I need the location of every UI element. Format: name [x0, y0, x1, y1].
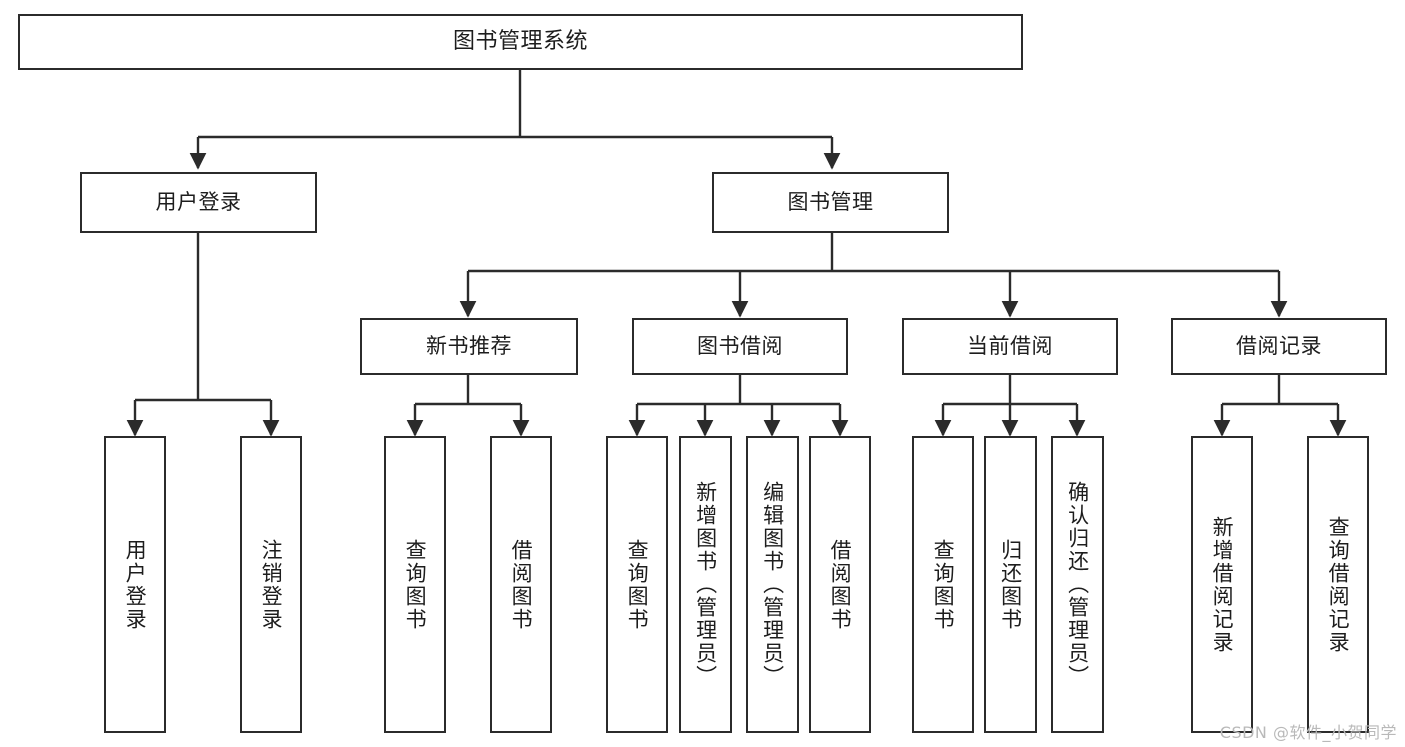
- node-new-book-recommend-label: 新书推荐: [426, 334, 512, 359]
- node-root[interactable]: 图书管理系统: [18, 14, 1023, 70]
- node-leaf-query-record[interactable]: 查询借阅记录: [1307, 436, 1369, 733]
- node-leaf-return-book[interactable]: 归还图书: [984, 436, 1037, 733]
- node-leaf-return-book-label: 归还图书: [998, 538, 1023, 631]
- node-book-borrow[interactable]: 图书借阅: [632, 318, 848, 375]
- node-book-manage-label: 图书管理: [787, 190, 874, 215]
- node-borrow-record[interactable]: 借阅记录: [1171, 318, 1387, 375]
- node-leaf-logout-label: 注销登录: [259, 538, 284, 631]
- node-root-label: 图书管理系统: [452, 29, 588, 55]
- node-leaf-confirm-return[interactable]: 确认归还（管理员）: [1051, 436, 1104, 733]
- node-leaf-borrow-book-1[interactable]: 借阅图书: [490, 436, 552, 733]
- node-leaf-edit-book[interactable]: 编辑图书（管理员）: [746, 436, 799, 733]
- node-leaf-borrow-book-1-label: 借阅图书: [509, 538, 534, 631]
- node-leaf-add-record[interactable]: 新增借阅记录: [1191, 436, 1253, 733]
- node-leaf-query-book-3[interactable]: 查询图书: [912, 436, 974, 733]
- node-leaf-query-book-3-label: 查询图书: [931, 538, 956, 631]
- node-leaf-query-record-label: 查询借阅记录: [1326, 515, 1351, 654]
- node-borrow-record-label: 借阅记录: [1236, 334, 1322, 359]
- node-leaf-add-book[interactable]: 新增图书（管理员）: [679, 436, 732, 733]
- node-leaf-add-record-label: 新增借阅记录: [1210, 515, 1235, 654]
- csdn-watermark: CSDN @软件_小贺同学: [1219, 723, 1397, 742]
- node-leaf-query-book-2-label: 查询图书: [625, 538, 650, 631]
- node-book-manage[interactable]: 图书管理: [712, 172, 949, 233]
- node-user-login-label: 用户登录: [155, 190, 242, 215]
- node-leaf-confirm-return-label: 确认归还（管理员）: [1065, 481, 1090, 688]
- node-current-borrow[interactable]: 当前借阅: [902, 318, 1118, 375]
- node-leaf-logout[interactable]: 注销登录: [240, 436, 302, 733]
- node-leaf-user-login-label: 用户登录: [123, 538, 148, 631]
- node-new-book-recommend[interactable]: 新书推荐: [360, 318, 578, 375]
- node-leaf-borrow-book-2[interactable]: 借阅图书: [809, 436, 871, 733]
- node-leaf-query-book-2[interactable]: 查询图书: [606, 436, 668, 733]
- node-user-login[interactable]: 用户登录: [80, 172, 317, 233]
- node-current-borrow-label: 当前借阅: [967, 334, 1053, 359]
- node-leaf-edit-book-label: 编辑图书（管理员）: [760, 481, 785, 688]
- node-leaf-user-login[interactable]: 用户登录: [104, 436, 166, 733]
- node-book-borrow-label: 图书借阅: [697, 334, 783, 359]
- node-leaf-borrow-book-2-label: 借阅图书: [828, 538, 853, 631]
- node-leaf-query-book-1[interactable]: 查询图书: [384, 436, 446, 733]
- node-leaf-query-book-1-label: 查询图书: [403, 538, 428, 631]
- node-leaf-add-book-label: 新增图书（管理员）: [693, 481, 718, 688]
